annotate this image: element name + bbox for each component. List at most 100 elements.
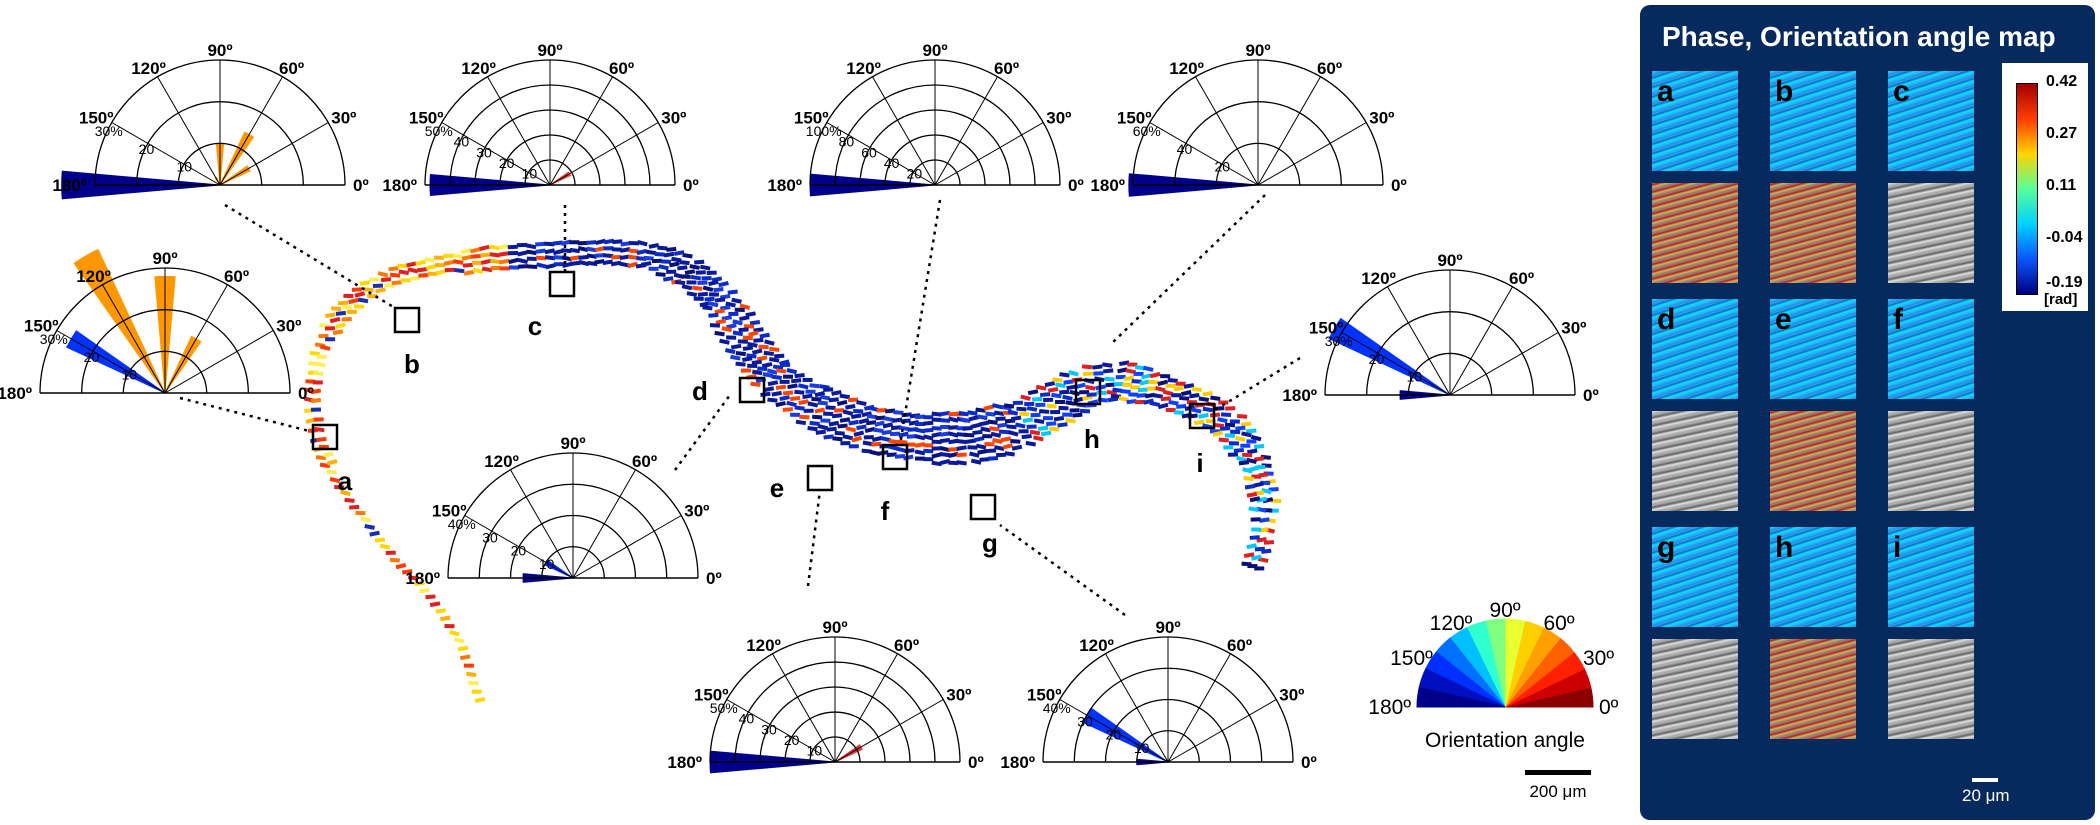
phase-tile-g: g xyxy=(1652,527,1738,627)
tissue-dash xyxy=(1075,382,1086,390)
tissue-dash xyxy=(853,409,864,414)
tissue-dash xyxy=(724,348,736,355)
tissue-dash xyxy=(1029,429,1041,436)
tissue-dash xyxy=(1049,426,1060,432)
region-box-g xyxy=(969,493,997,521)
legend-title: Orientation angle xyxy=(1425,729,1585,752)
tissue-dash xyxy=(1115,374,1126,380)
tissue-dash xyxy=(1035,402,1046,408)
tissue-dash xyxy=(425,264,437,271)
tissue-dash xyxy=(1093,371,1104,376)
tissue-dash xyxy=(708,312,719,318)
tissue-dash xyxy=(489,258,501,265)
tissue-dash xyxy=(893,410,904,415)
tissue-dash xyxy=(645,249,657,256)
tissue-dash xyxy=(1069,408,1080,413)
tissue-dash xyxy=(1006,424,1017,430)
tissue-dash xyxy=(353,304,365,309)
rose-value-label: 30 xyxy=(482,529,498,545)
tissue-dash xyxy=(1122,382,1133,387)
rose-value-label: 20 xyxy=(907,165,923,181)
tissue-dash xyxy=(1240,421,1252,427)
tissue-dash xyxy=(1162,389,1174,397)
rose-spoke xyxy=(572,515,682,579)
tissue-dash xyxy=(453,637,465,644)
tissue-dash xyxy=(480,258,492,265)
tissue-dash xyxy=(391,280,402,286)
rose-value-label: 10 xyxy=(539,556,555,572)
tissue-dash xyxy=(742,335,754,341)
tissue-dash xyxy=(1198,396,1210,402)
tissue-dash xyxy=(1110,394,1122,399)
tissue-dash xyxy=(756,355,768,362)
tissue-dash xyxy=(692,285,703,291)
rose-angle-label: 150º xyxy=(409,109,444,128)
tissue-dash xyxy=(1027,389,1039,396)
tissue-dash xyxy=(1068,370,1079,377)
rose-value-label: 30 xyxy=(761,721,777,737)
tissue-dash xyxy=(948,438,959,445)
tissue-dash xyxy=(468,680,479,686)
colorbar-tick: 0.27 xyxy=(2046,125,2078,142)
tissue-dash xyxy=(1011,444,1023,451)
rose-angle-label: 90º xyxy=(1155,618,1180,637)
tissue-dash xyxy=(329,476,341,484)
tissue-dash xyxy=(481,266,493,273)
tissue-dash xyxy=(627,261,639,269)
tissue-dash xyxy=(701,276,712,281)
colorbar xyxy=(2016,83,2038,295)
tissue-dash xyxy=(435,608,447,614)
tissue-dash xyxy=(1033,418,1045,424)
tissue-dash xyxy=(1050,409,1061,415)
tissue-dash xyxy=(731,297,742,304)
tissue-dash xyxy=(1134,399,1146,405)
tissue-dash xyxy=(1180,389,1192,397)
rose-spoke xyxy=(1059,699,1169,763)
tissue-dash xyxy=(330,306,342,312)
tissue-dash xyxy=(874,420,885,427)
orientation-tile-h xyxy=(1770,639,1856,739)
tissue-dash xyxy=(310,388,322,395)
tissue-dash xyxy=(526,256,537,262)
tissue-dash xyxy=(561,255,573,262)
legend-angle-label: 150º xyxy=(1390,647,1433,670)
tissue-dash xyxy=(355,510,366,516)
tissue-dash xyxy=(619,254,631,261)
tissue-dash xyxy=(1042,416,1053,421)
tissue-dash xyxy=(1126,398,1137,405)
tissue-dash xyxy=(1249,496,1261,503)
tissue-dash xyxy=(463,269,475,276)
tissue-dash xyxy=(956,445,967,451)
tissue-dash xyxy=(380,277,392,283)
tissue-dash xyxy=(323,451,334,458)
tissue-dash xyxy=(763,386,775,393)
tissue-dash xyxy=(889,431,901,437)
tissue-dash xyxy=(479,244,490,251)
tissue-dash xyxy=(1035,384,1047,391)
tissue-dash xyxy=(836,399,848,407)
tissue-dash xyxy=(786,400,797,408)
tissue-dash xyxy=(585,240,597,245)
rose-angle-label: 180º xyxy=(405,569,440,588)
tissue-dash xyxy=(853,430,865,437)
tissue-dash xyxy=(771,390,782,397)
tissue-dash xyxy=(998,429,1010,435)
rose-spoke xyxy=(219,122,329,186)
tissue-dash xyxy=(474,697,486,703)
tissue-dash xyxy=(508,257,519,265)
tissue-dash xyxy=(628,241,640,246)
tissue-dash xyxy=(470,253,482,259)
rose-value-label: 80 xyxy=(839,134,855,150)
tissue-dash xyxy=(782,374,794,379)
rose-spoke xyxy=(1341,332,1451,396)
tissue-dash xyxy=(1047,386,1059,393)
tissue-dash xyxy=(862,440,874,447)
tissue-dash xyxy=(325,312,336,319)
tissue-dash xyxy=(499,266,510,271)
tissue-dash xyxy=(890,425,902,431)
region-box-b xyxy=(393,306,421,334)
tissue-dash xyxy=(332,329,344,336)
tissue-dash xyxy=(931,446,942,451)
tissue-dash xyxy=(1168,400,1179,406)
